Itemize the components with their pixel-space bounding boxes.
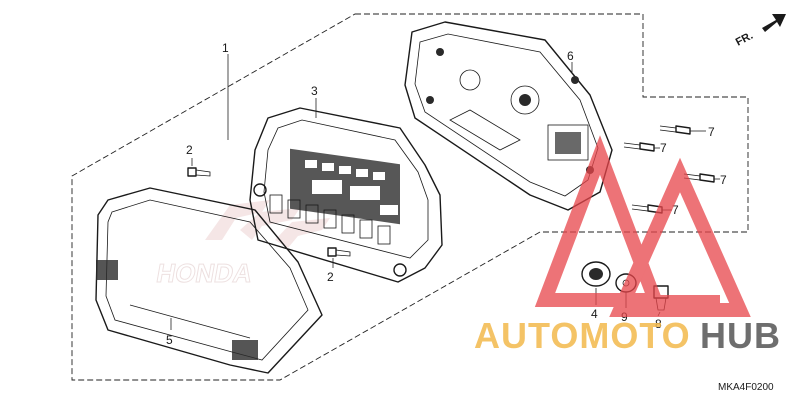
meter-display-segments bbox=[290, 148, 400, 225]
ghost-logo-text: HONDA bbox=[154, 258, 255, 288]
callout-7-c: 7 bbox=[720, 173, 727, 187]
callout-6: 6 bbox=[567, 49, 574, 63]
watermark-brand-part1: AUTOMOTO bbox=[474, 315, 691, 356]
front-direction-indicator: FR. bbox=[734, 14, 786, 49]
watermark-brand: AUTOMOTO HUB bbox=[474, 315, 781, 356]
front-label: FR. bbox=[734, 30, 755, 49]
part-7-screw-a bbox=[659, 125, 691, 135]
diagram-code: MKA4F0200 bbox=[718, 382, 774, 393]
meter-connector-row bbox=[269, 194, 391, 245]
part-7-screw-b bbox=[623, 142, 655, 152]
part-7-screw-c bbox=[683, 173, 715, 183]
callout-8: 8 bbox=[655, 317, 662, 331]
callout-3: 3 bbox=[311, 84, 318, 98]
callout-7-b: 7 bbox=[660, 141, 667, 155]
part-5-lens-cover bbox=[95, 187, 323, 374]
callout-7-a: 7 bbox=[708, 125, 715, 139]
part-4-grommet bbox=[581, 261, 611, 287]
assembly-boundary bbox=[71, 13, 749, 381]
callout-5: 5 bbox=[166, 333, 173, 347]
callout-4: 4 bbox=[591, 307, 598, 321]
part-2-screw-lower bbox=[327, 247, 351, 257]
leader-lines bbox=[170, 54, 720, 330]
part-3-meter-unit bbox=[249, 107, 443, 283]
part-2-screw-upper bbox=[187, 167, 211, 177]
watermark-triangle-logo bbox=[534, 135, 751, 317]
callout-1: 1 bbox=[222, 41, 229, 55]
front-arrow-icon bbox=[762, 14, 786, 32]
watermark-brand-part2: HUB bbox=[700, 315, 781, 356]
callout-7-d: 7 bbox=[672, 203, 679, 217]
part-6-rear-case bbox=[404, 21, 613, 211]
callout-2-upper: 2 bbox=[186, 143, 193, 157]
callout-2-lower: 2 bbox=[327, 270, 334, 284]
